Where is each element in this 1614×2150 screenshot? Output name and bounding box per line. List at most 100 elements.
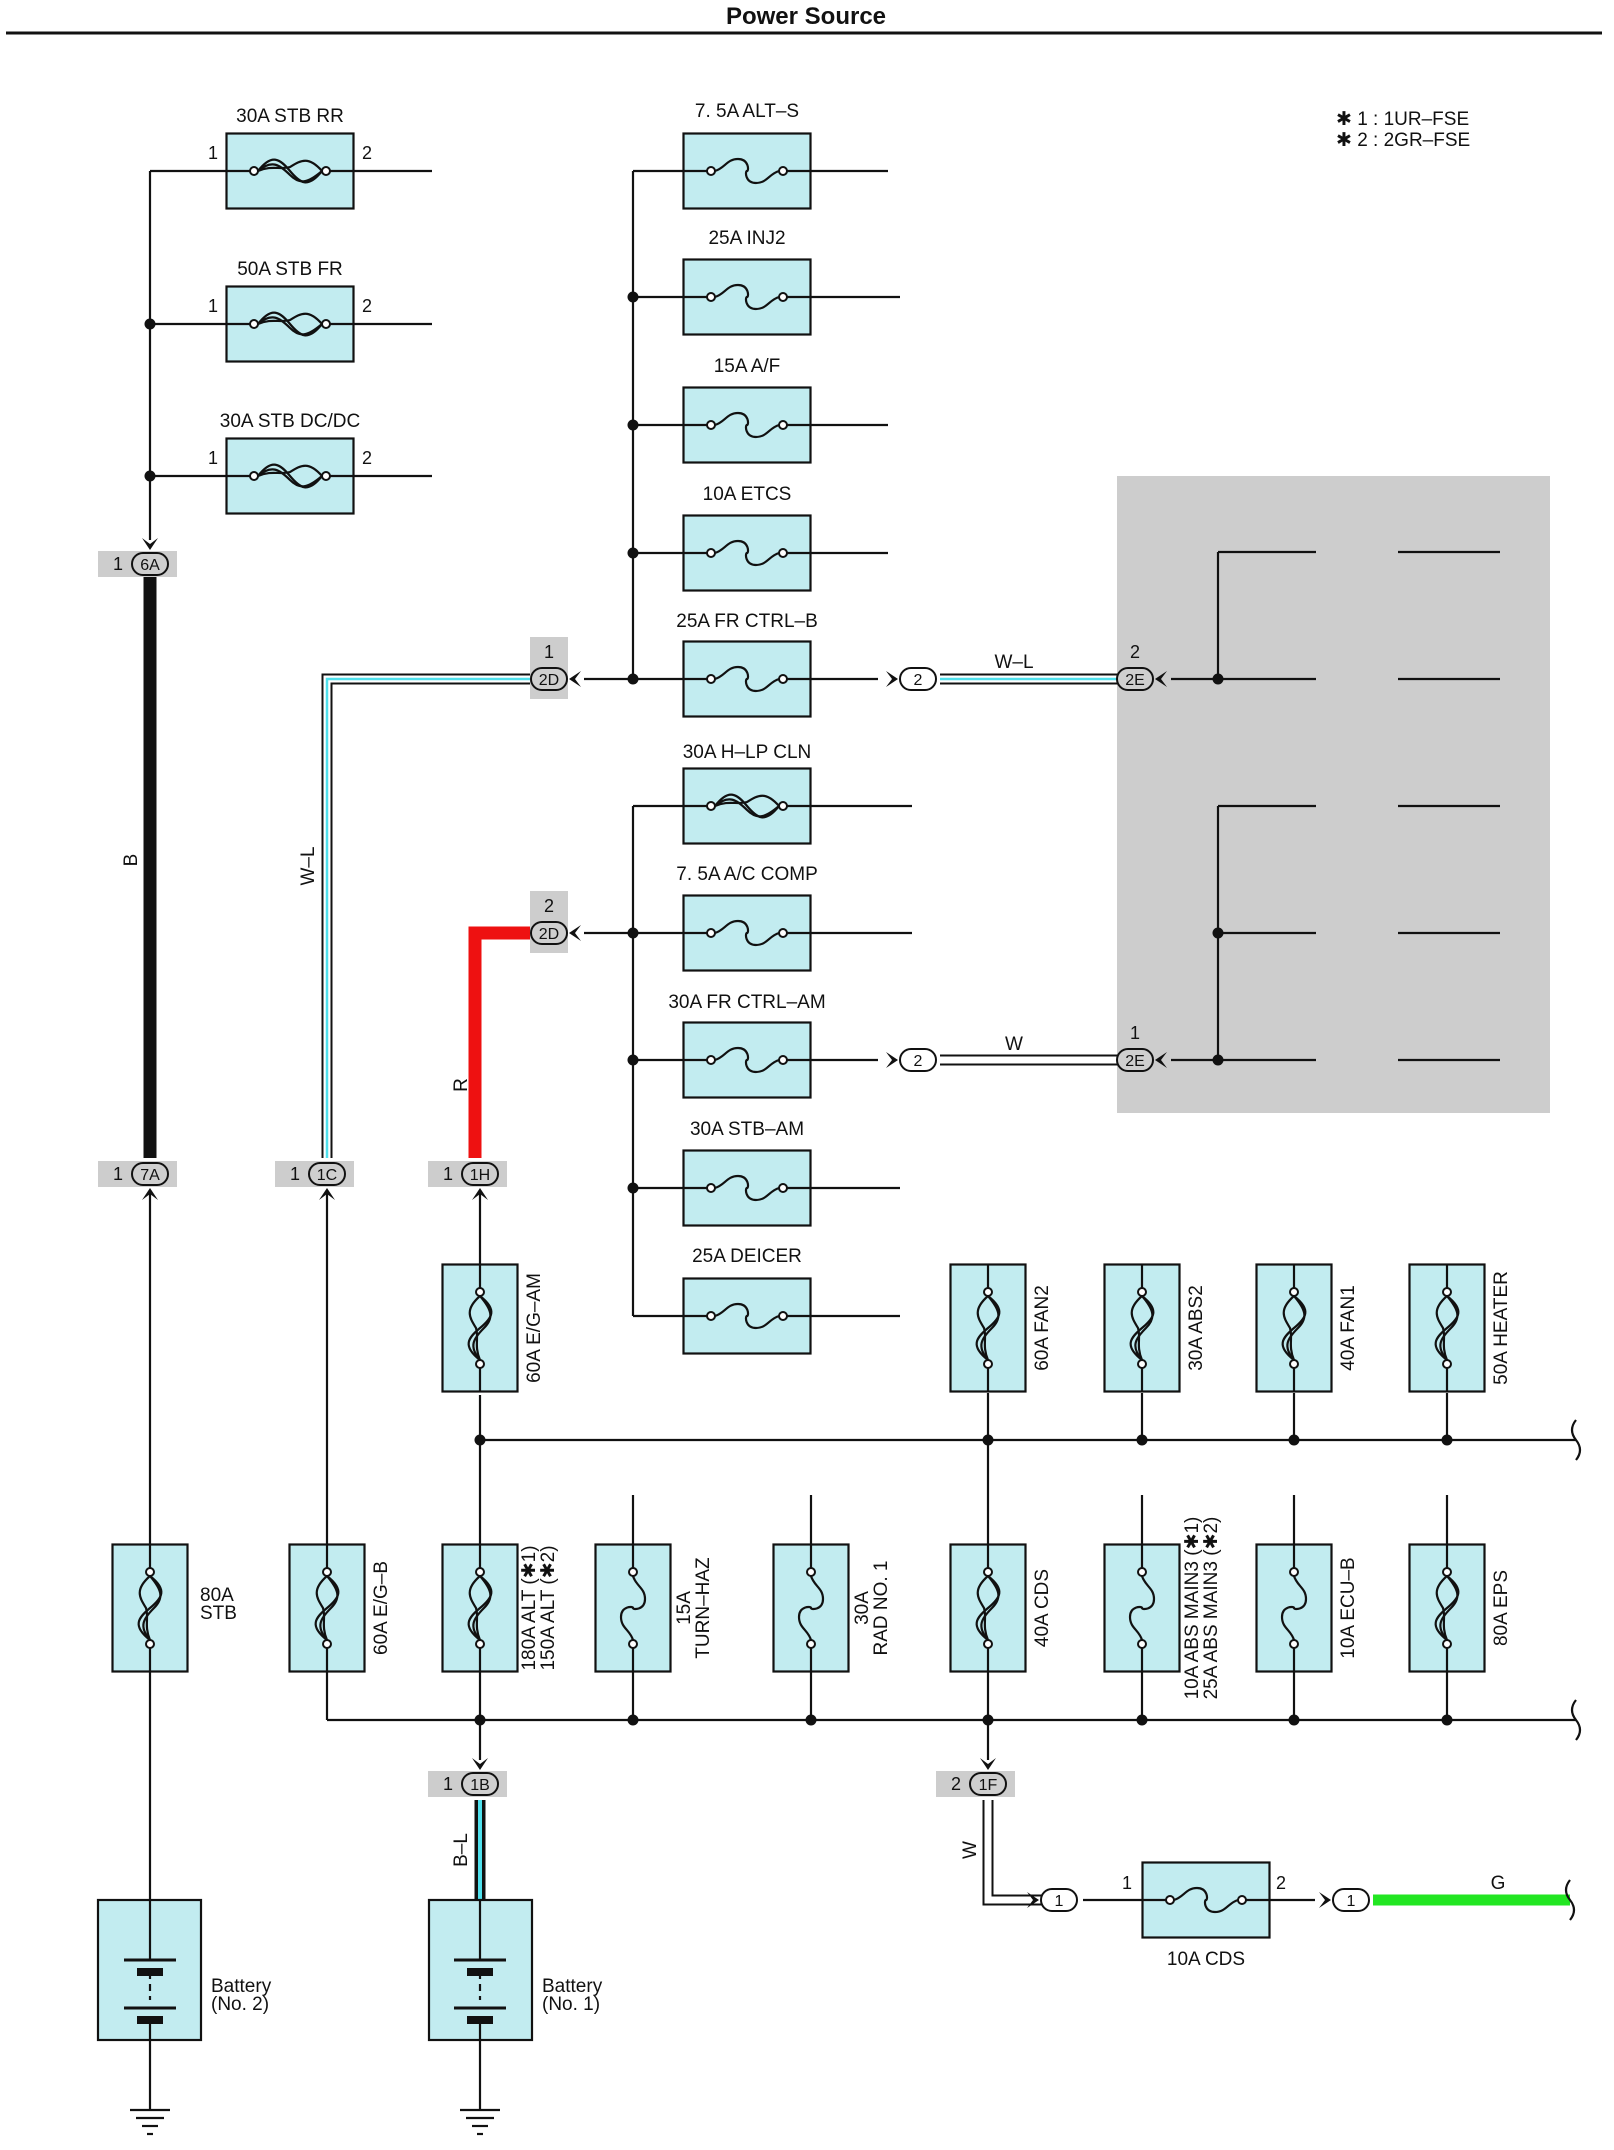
svg-text:2: 2 <box>362 448 372 468</box>
connector-1F: 1F2 <box>936 1758 1015 1797</box>
note-2gr: ✱ 2 : 2GR–FSE <box>1336 130 1470 151</box>
pin-label: 1 <box>290 1164 300 1184</box>
fuse-label: RAD NO. 1 <box>871 1560 892 1655</box>
fuse-label: 60A E/G–B <box>371 1561 392 1655</box>
battery-no2-label: Battery <box>211 1976 272 1997</box>
fuse-label: STB <box>200 1603 237 1624</box>
fuse-fan1: 40A FAN1 <box>1255 1263 1359 1393</box>
fuse-label: 30A STB RR <box>236 106 344 127</box>
fuse-label: 50A HEATER <box>1491 1271 1512 1385</box>
fuse-label: 30A H–LP CLN <box>683 742 812 763</box>
connector-id: 2D <box>539 926 559 943</box>
fuse-label: 80A EPS <box>1491 1570 1512 1646</box>
fuse-af: 15A A/F <box>682 356 812 464</box>
fuse-deicer: 25A DEICER <box>682 1246 812 1355</box>
connector-id: 1 <box>1347 1893 1356 1910</box>
connector-1C: 1C 1 <box>275 1161 354 1200</box>
pin-label: 1 <box>113 554 123 574</box>
fuse-label: 30A ABS2 <box>1186 1285 1207 1371</box>
stb-pin-labels: 1 2 1 2 1 2 <box>208 143 372 468</box>
fuse-label: 60A FAN2 <box>1032 1285 1053 1371</box>
fuse-label: 15A A/F <box>714 356 781 377</box>
wire-r-red <box>468 926 530 1158</box>
fuse-alt: 180A ALT (✱1)150A ALT (✱2) <box>441 1543 559 1673</box>
fuse-abs2: 30A ABS2 <box>1103 1263 1207 1393</box>
diagram-title: Power Source <box>726 3 886 30</box>
connector-2D-2: 2D2 <box>530 891 581 953</box>
wire-label-w-cds: W <box>960 1841 981 1859</box>
connector-2E-2: 2E2 <box>1116 642 1167 691</box>
connector-7A: 7A 1 <box>98 1161 177 1200</box>
pin-label: 1 <box>544 642 554 662</box>
fuse-ecu-b: 10A ECU–B <box>1255 1543 1359 1673</box>
wire-label-wl-vertical: W–L <box>298 846 319 885</box>
fuse-stb-dcdc: 30A STB DC/DC <box>220 411 360 515</box>
pin-label: 1 <box>113 1164 123 1184</box>
fuse-eg-am: 60A E/G–AM <box>441 1263 545 1393</box>
fuse-label: 50A STB FR <box>237 259 343 280</box>
fuse-stb-fr: 50A STB FR <box>225 259 355 363</box>
fuse-group: 30A STB RR 50A STB FR 30A STB DC/DC 7. 5A A… <box>111 101 1512 1970</box>
connector-id: 2E <box>1125 672 1145 689</box>
connector-id: 7A <box>140 1167 160 1184</box>
wire-network <box>148 169 1576 1902</box>
pin-label: 2 <box>1276 1873 1286 1893</box>
fuse-label: TURN–HAZ <box>693 1557 714 1659</box>
fuse-label: 180A ALT (✱1) <box>519 1545 540 1670</box>
fuse-stb-rr: 30A STB RR <box>225 106 355 210</box>
fuse-label: 40A FAN1 <box>1338 1285 1359 1371</box>
fuse-label: 25A INJ2 <box>708 228 785 249</box>
fuse-label: 7. 5A ALT–S <box>695 101 799 122</box>
battery-no2 <box>96 1898 203 2136</box>
fuse-abs-main3: 10A ABS MAIN3 (✱1)25A ABS MAIN3 (✱2) <box>1103 1517 1222 1700</box>
connector-id: 1F <box>979 1777 998 1794</box>
connector-1B: 1B1 <box>428 1758 507 1797</box>
wire-label-wl-horizontal: W–L <box>994 652 1033 673</box>
fuse-label: 25A ABS MAIN3 (✱2) <box>1201 1517 1222 1700</box>
fuse-fr-ctrl-b: 25A FR CTRL–B <box>676 611 818 718</box>
fuse-label: 10A ETCS <box>703 484 792 505</box>
fuse-alt-s: 7. 5A ALT–S <box>682 101 812 210</box>
fuse-label: 25A DEICER <box>692 1246 802 1267</box>
wire-label-r: R <box>451 1078 472 1092</box>
fuse-label: 25A FR CTRL–B <box>676 611 818 632</box>
connector-inline-2-upper: 2 <box>886 667 937 691</box>
wire-label-b: B <box>121 854 142 867</box>
connector-inline-1-cds-out: 1 <box>1319 1888 1370 1912</box>
junction-dots <box>144 291 1453 1726</box>
battery-no2-sublabel: (No. 2) <box>211 1994 269 2015</box>
fuse-label: 30A STB DC/DC <box>220 411 360 432</box>
connector-id: 1C <box>317 1167 337 1184</box>
connector-6A: 6A1 <box>98 538 177 577</box>
connector-id: 2 <box>914 672 923 689</box>
fuse-label: 60A E/G–AM <box>524 1273 545 1383</box>
svg-text:1: 1 <box>208 296 218 316</box>
battery-no1 <box>427 1898 534 2136</box>
fuse-eps: 80A EPS <box>1408 1543 1512 1673</box>
fuse-ac-comp: 7. 5A A/C COMP <box>676 864 818 972</box>
wire-label-w-relay: W <box>1005 1034 1023 1055</box>
svg-text:2: 2 <box>362 296 372 316</box>
connector-id: 2 <box>914 1053 923 1070</box>
fuse-label: 10A ECU–B <box>1338 1557 1359 1658</box>
fuse-hlp-cln: 30A H–LP CLN <box>682 742 812 845</box>
battery-no1-sublabel: (No. 1) <box>542 1994 600 2015</box>
pin-label: 1 <box>443 1164 453 1184</box>
fuse-label: 30A <box>852 1591 873 1625</box>
fuse-label: 15A <box>674 1591 695 1625</box>
connector-id: 1H <box>470 1167 490 1184</box>
connector-2E-1: 2E1 <box>1116 1023 1167 1072</box>
connector-id: 1B <box>470 1777 490 1794</box>
wire-wl-left <box>321 673 530 1158</box>
fuse-inj2: 25A INJ2 <box>682 228 812 336</box>
fuse-heater: 50A HEATER <box>1408 1263 1512 1393</box>
svg-text:1: 1 <box>208 448 218 468</box>
fuse-label: 7. 5A A/C COMP <box>676 864 818 885</box>
svg-text:1: 1 <box>208 143 218 163</box>
